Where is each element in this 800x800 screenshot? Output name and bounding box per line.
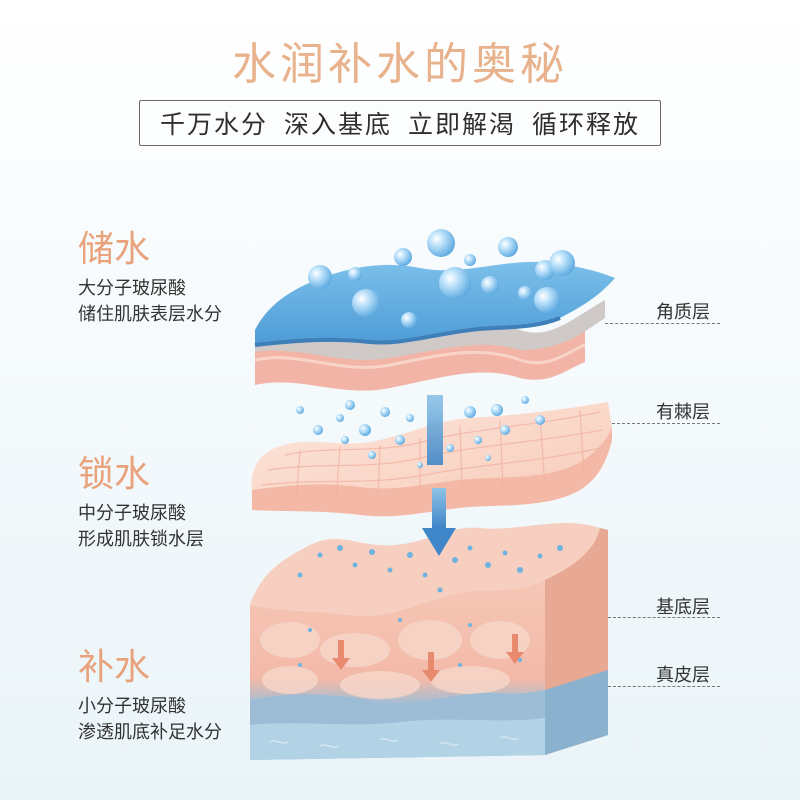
section-lock-water: 锁水 中分子玻尿酸 形成肌肤锁水层 [78,455,204,553]
page-title: 水润补水的奥秘 [232,39,568,90]
large-water-bubbles [308,229,575,328]
section-line: 形成肌肤锁水层 [78,528,204,550]
leader-line [608,617,720,618]
section-heading: 补水 [78,647,151,688]
tagline-item: 循环释放 [532,110,641,139]
layer-label-basal: 基底层 [656,597,710,618]
section-line: 储住肌肤表层水分 [78,303,222,325]
medium-water-bubbles [296,396,545,468]
section-heading: 储水 [78,229,151,270]
skin-block [250,523,608,760]
stratum-corneum-layer [254,261,615,391]
penetration-arrow [422,395,456,556]
section-heading: 锁水 [78,454,151,495]
tagline-box: 千万水分 深入基底 立即解渴 循环释放 [139,100,661,146]
tagline-item: 千万水分 [159,110,268,139]
section-line: 中分子玻尿酸 [78,502,186,524]
leader-line [612,423,720,424]
leader-line [605,323,720,324]
section-replenish-water: 补水 小分子玻尿酸 渗透肌底补足水分 [78,648,222,746]
section-line: 小分子玻尿酸 [78,695,186,717]
tagline-item: 深入基底 [283,110,392,139]
section-store-water: 储水 大分子玻尿酸 储住肌肤表层水分 [78,230,222,328]
section-line: 大分子玻尿酸 [78,277,186,299]
small-water-bubbles [297,545,563,667]
section-line: 渗透肌底补足水分 [78,721,222,743]
leader-line [608,686,720,687]
layer-label-stratum-spinosum: 有棘层 [656,402,710,423]
layer-label-stratum-corneum: 角质层 [656,302,710,323]
layer-label-dermis: 真皮层 [656,665,710,686]
tagline-item: 立即解渴 [408,110,517,139]
